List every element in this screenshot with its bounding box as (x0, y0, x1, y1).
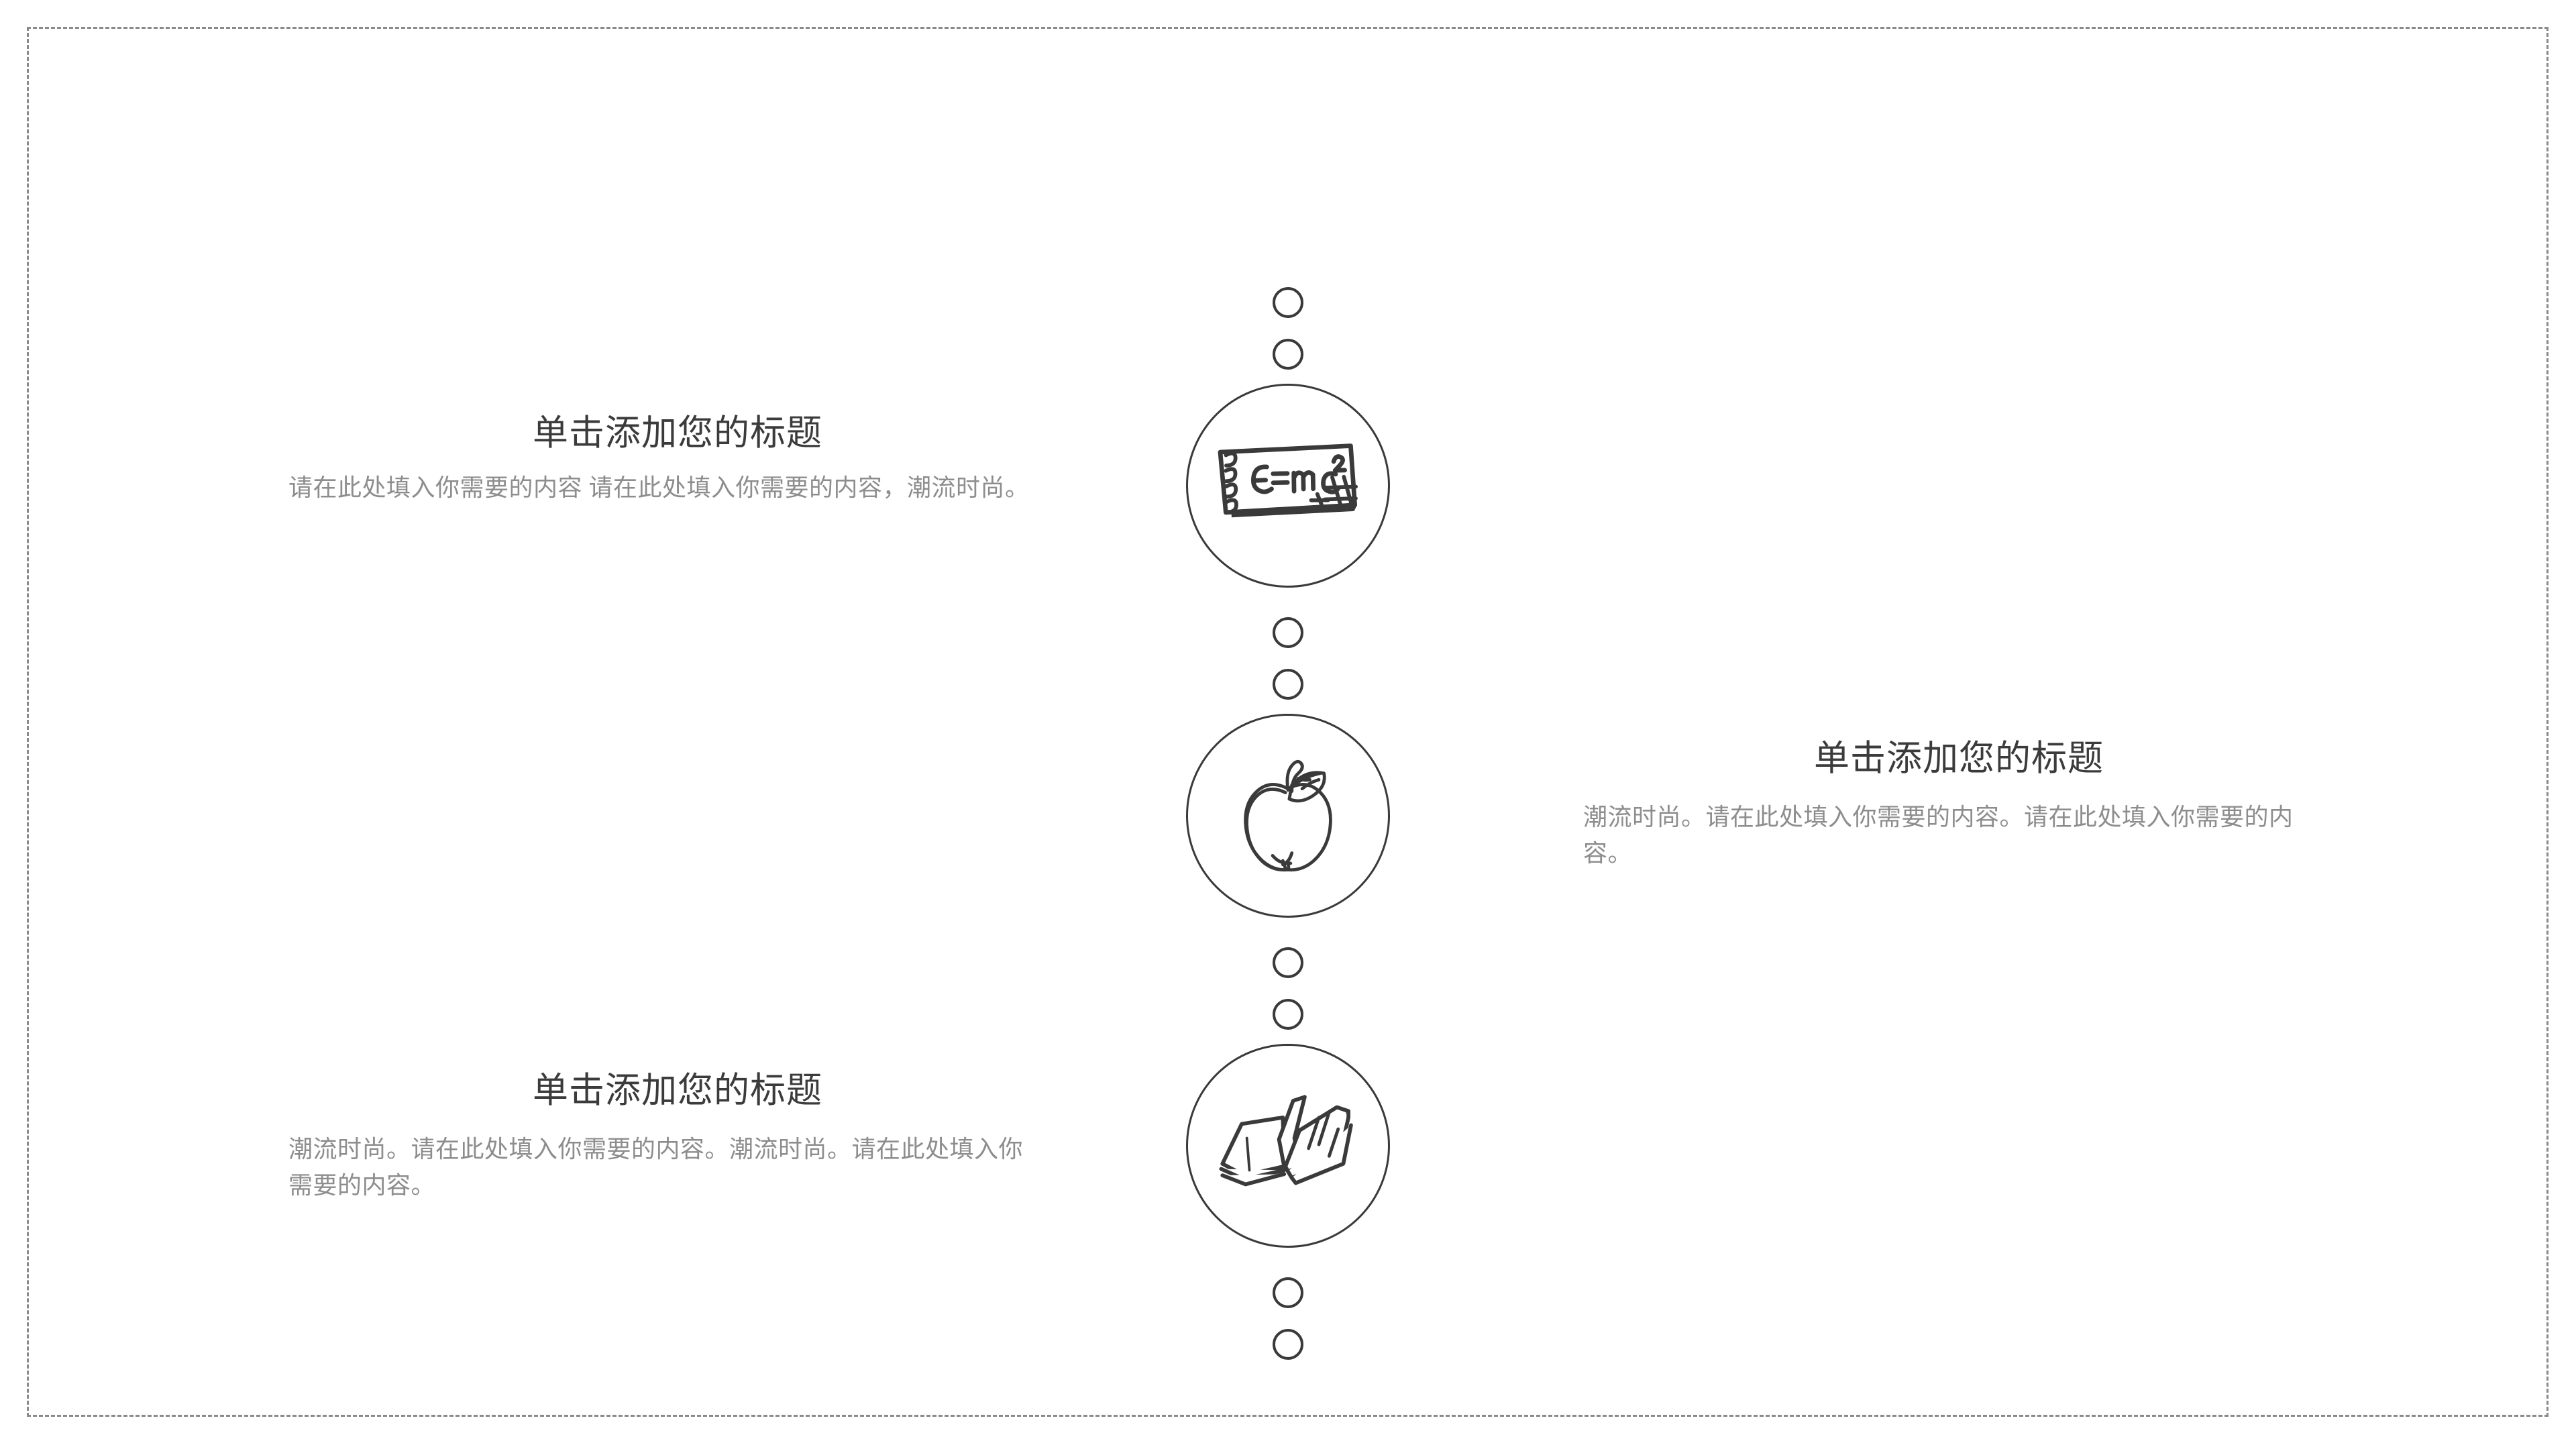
content-block-2: 单击添加您的标题 潮流时尚。请在此处填入你需要的内容。请在此处填入你需要的内容。 (1583, 738, 2375, 872)
open-book-icon-circle[interactable] (1186, 1044, 1390, 1248)
notebook-formula-icon-circle[interactable] (1186, 384, 1390, 588)
connector-dot-2 (1273, 339, 1303, 370)
block-1-body[interactable]: 请在此处填入你需要的内容 请在此处填入你需要的内容，潮流时尚。 (288, 474, 1030, 501)
content-block-1: 单击添加您的标题 请在此处填入你需要的内容 请在此处填入你需要的内容，潮流时尚。 (288, 413, 1080, 506)
connector-dot-7 (1273, 1277, 1303, 1308)
open-book-icon (1219, 1095, 1353, 1187)
block-2-body[interactable]: 潮流时尚。请在此处填入你需要的内容。请在此处填入你需要的内容。 (1583, 803, 2294, 867)
block-3-body[interactable]: 潮流时尚。请在此处填入你需要的内容。潮流时尚。请在此处填入你需要的内容。 (288, 1135, 1024, 1199)
connector-dot-4 (1273, 669, 1303, 700)
apple-icon-circle[interactable] (1186, 714, 1390, 918)
notebook-formula-icon (1218, 443, 1358, 518)
block-1-title[interactable]: 单击添加您的标题 (533, 414, 822, 453)
connector-dot-8 (1273, 1329, 1303, 1360)
connector-dot-3 (1273, 617, 1303, 648)
connector-dot-5 (1273, 947, 1303, 978)
block-3-title[interactable]: 单击添加您的标题 (533, 1071, 822, 1110)
content-block-3: 单击添加您的标题 潮流时尚。请在此处填入你需要的内容。潮流时尚。请在此处填入你需… (288, 1070, 1080, 1204)
block-2-title[interactable]: 单击添加您的标题 (1814, 739, 2104, 778)
connector-dot-6 (1273, 999, 1303, 1030)
timeline-chain (1186, 282, 1390, 1362)
apple-icon (1244, 759, 1332, 872)
connector-dot-1 (1273, 287, 1303, 318)
